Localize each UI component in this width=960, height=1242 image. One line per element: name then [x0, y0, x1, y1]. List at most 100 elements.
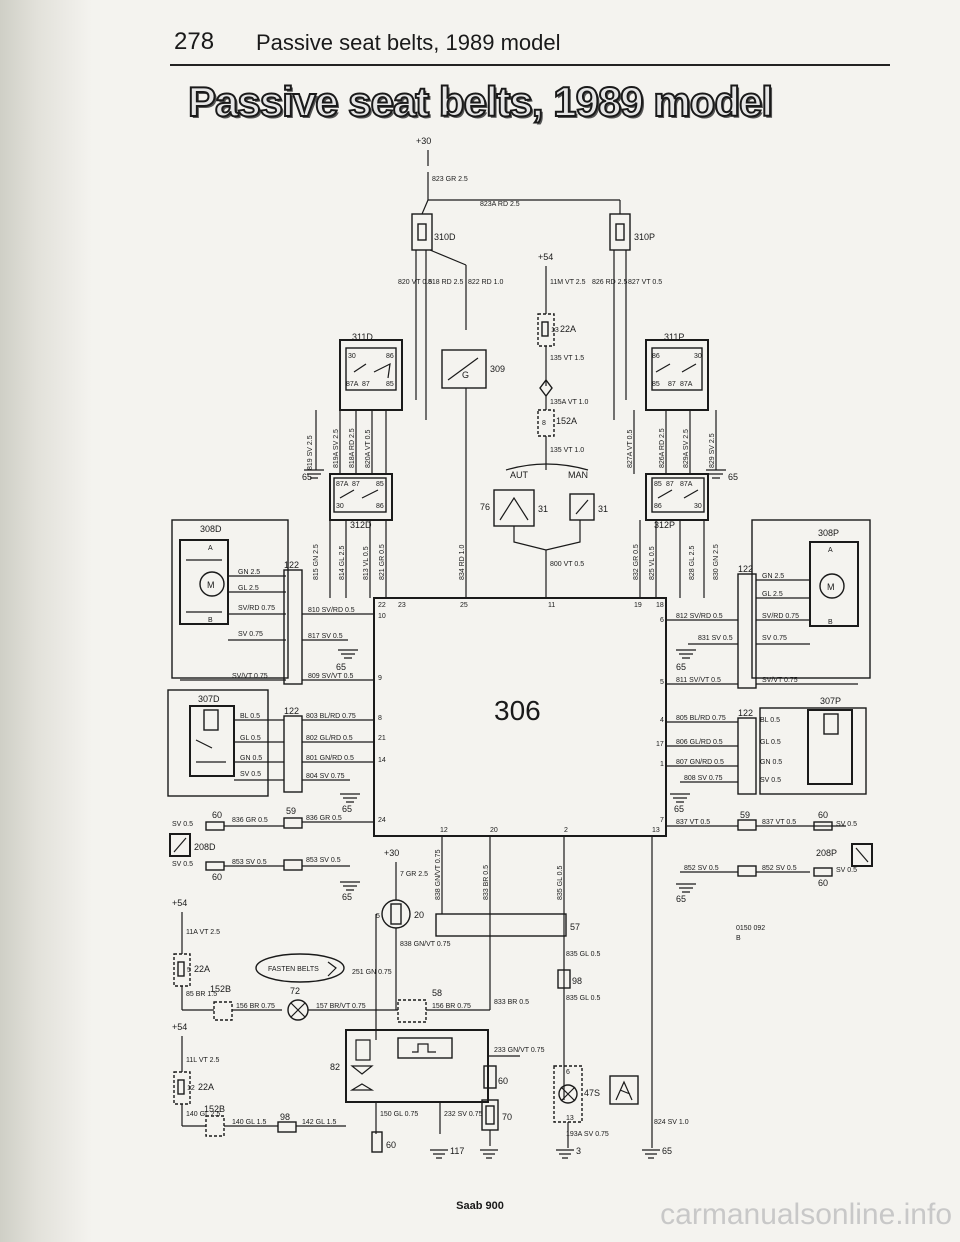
belt-warning-47s-label: 47S: [584, 1088, 600, 1098]
door-switch-208d-label: 208D: [194, 842, 216, 852]
wire-233: 233 GN/VT 0.75: [494, 1047, 545, 1054]
supply-54-lower-a: +54 11A VT 2.5 5 22A 85 BR 1.5 152B 156 …: [172, 898, 398, 1021]
svg-text:85: 85: [654, 481, 662, 488]
wire-156-l: 156 BR 0.75: [236, 1003, 275, 1010]
wire-810: 810 SV/RD 0.5: [308, 607, 355, 614]
wire-gn25-l: GN 2.5: [238, 569, 260, 576]
svg-text:85: 85: [376, 481, 384, 488]
svg-text:13: 13: [551, 327, 559, 334]
ground-65-a: 65: [302, 472, 312, 482]
wire-833-v: 833 BR 0.5: [483, 865, 490, 900]
svg-text:60: 60: [212, 872, 222, 882]
wire-806: 806 GL/RD 0.5: [676, 739, 723, 746]
door-switch-208p: 837 VT 0.5 59 837 VT 0.5 60 SV 0.5 208P …: [666, 810, 873, 904]
ground-65-e: 65: [342, 804, 352, 814]
wire-7: 7 GR 2.5: [400, 871, 428, 878]
wire-818a: 818A RD 2.5: [349, 428, 356, 468]
diagram-code-rev: B: [736, 935, 741, 942]
wire-140-a: 140 GL 2.5: [186, 1111, 220, 1118]
supply-30-feed: +30 823 GR 2.5 823A RD 2.5: [416, 136, 621, 215]
switch-man-label: MAN: [568, 470, 588, 480]
svg-text:86: 86: [376, 503, 384, 510]
switch-31b-label: 31: [598, 504, 608, 514]
svg-text:11: 11: [548, 602, 555, 609]
wire-820: 820 VT 0.5: [398, 279, 432, 286]
wire-251: 251 GN 0.75: [352, 969, 392, 976]
svg-text:18: 18: [656, 602, 664, 609]
wire-156-r: 156 BR 0.75: [432, 1003, 471, 1010]
buzzer-82-label: 82: [330, 1062, 340, 1072]
svg-text:5: 5: [187, 967, 191, 974]
wire-835-b: 835 GL 0.5: [566, 995, 600, 1002]
wire-801: 801 GN/RD 0.5: [306, 755, 354, 762]
svg-text:22: 22: [378, 602, 386, 609]
svg-text:13: 13: [566, 1115, 574, 1122]
wire-836-l: 836 GR 0.5: [232, 817, 268, 824]
svg-text:85: 85: [652, 381, 660, 388]
svg-text:72: 72: [290, 986, 300, 996]
svg-text:7: 7: [660, 817, 664, 824]
svg-text:12: 12: [187, 1085, 195, 1092]
wire-813: 813 VL 0.5: [363, 546, 370, 580]
connector-60: 233 GN/VT 0.75 60: [483, 1047, 545, 1089]
wire-804: 804 SV 0.75: [306, 773, 345, 780]
ground-65-d: 65: [676, 662, 686, 672]
ground-65-h: 65: [676, 894, 686, 904]
wire-818: 818 RD 2.5: [428, 279, 464, 286]
wire-852-l: 852 SV 0.5: [684, 865, 719, 872]
page-header: 278 Passive seat belts, 1989 model: [170, 18, 890, 66]
svg-text:20: 20: [490, 827, 498, 834]
conn-152a-label: 152A: [556, 416, 577, 426]
svg-text:30: 30: [694, 503, 702, 510]
wire-852-r: 852 SV 0.5: [762, 865, 797, 872]
relay-311d-label: 311D: [352, 332, 373, 342]
wire-825: 825 VL 0.5: [649, 546, 656, 580]
wire-135-a: 135 VT 1.5: [550, 355, 584, 362]
wire-135a: 135A VT 1.0: [550, 399, 589, 406]
svg-text:21: 21: [378, 735, 386, 742]
wire-135-b: 135 VT 1.0: [550, 447, 584, 454]
wire-835-a: 835 GL 0.5: [566, 951, 600, 958]
wire-sv05-l: SV 0.5: [240, 771, 261, 778]
wire-805: 805 BL/RD 0.75: [676, 715, 726, 722]
svg-text:1: 1: [660, 761, 664, 768]
wire-803: 803 BL/RD 0.75: [306, 713, 356, 720]
ignition-20-label: 20: [414, 910, 424, 920]
ground-65-f: 65: [674, 804, 684, 814]
mode-switch: AUT MAN 76 31 31 800 VT 0.5: [480, 463, 608, 598]
svg-text:M: M: [207, 580, 215, 590]
wire-sv05-r: SV 0.5: [760, 777, 781, 784]
svg-text:10: 10: [378, 613, 386, 620]
wire-826: 826 RD 2.5: [592, 279, 628, 286]
wire-11m: 11M VT 2.5: [550, 279, 586, 286]
wire-sv05-208p-a: SV 0.5: [836, 821, 857, 828]
svg-text:30: 30: [694, 353, 702, 360]
svg-text:24: 24: [378, 817, 386, 824]
diode-70: 70: [481, 1099, 512, 1146]
wire-svrd-l: SV/RD 0.75: [238, 605, 275, 612]
wire-837-r: 837 VT 0.5: [762, 819, 796, 826]
wire-820a: 820A VT 0.5: [365, 429, 372, 468]
svg-text:17: 17: [656, 741, 664, 748]
supply-54-top: +54 11M VT 2.5 13 22A 135 VT 1.5 135A VT…: [537, 252, 589, 470]
page-title: Passive seat belts, 1989 model: [187, 77, 774, 126]
svg-text:98: 98: [280, 1112, 290, 1122]
svg-text:14: 14: [378, 757, 386, 764]
section-title: Passive seat belts, 1989 model: [256, 30, 561, 55]
supply-54-b-label: +54: [172, 1022, 187, 1032]
wire-gn05-r: GN 0.5: [760, 759, 782, 766]
wire-11l: 11L VT 2.5: [186, 1057, 219, 1064]
ground-3: 3: [576, 1146, 581, 1156]
svg-text:60: 60: [818, 810, 828, 820]
wire-834: 834 RD 1.0: [459, 544, 466, 580]
svg-text:87A: 87A: [346, 381, 359, 388]
switch-307p-label: 307P: [820, 696, 841, 706]
motor-308d-label: 308D: [200, 524, 222, 534]
fuse-310p-label: 310P: [634, 232, 655, 242]
fuse-22a-b-label: 22A: [194, 964, 210, 974]
wire-802: 802 GL/RD 0.5: [306, 735, 353, 742]
fuse-310d-label: 310D: [434, 232, 456, 242]
wire-gn25-r: GN 2.5: [762, 573, 784, 580]
